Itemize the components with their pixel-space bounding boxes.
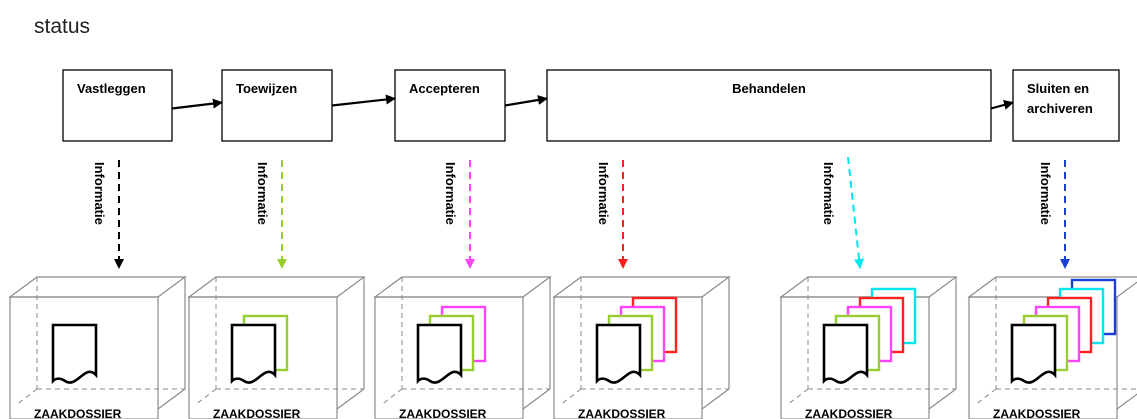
dossier-cube-hidden-edge <box>194 388 217 406</box>
process-step-box <box>221 69 333 142</box>
information-label: Informatie <box>596 162 611 225</box>
process-step-box <box>1012 69 1120 142</box>
dossier-cube-hidden-edge <box>15 388 38 406</box>
information-label: Informatie <box>443 162 458 225</box>
dossier-label: ZAAKDOSSIER <box>578 407 666 419</box>
information-label: Informatie <box>255 162 270 225</box>
process-step-label: Vastleggen <box>77 81 146 96</box>
dossier-cube-edge <box>336 388 365 410</box>
dossier-cube-top <box>373 276 552 298</box>
dossier-cube-hidden-edge <box>786 388 809 406</box>
information-arrow <box>847 156 865 269</box>
dossier-cube-top <box>552 276 731 298</box>
flow-arrow <box>171 98 223 110</box>
dossier-cube-hidden-edge <box>380 388 403 406</box>
dossier-cube-front <box>968 296 1118 419</box>
case-document-icon <box>416 323 463 385</box>
dossier-cube-front <box>188 296 338 419</box>
information-label: Informatie <box>821 162 836 225</box>
process-step-label: archiveren <box>1027 101 1093 116</box>
dossier-cube-front <box>553 296 703 419</box>
flow-arrow <box>990 100 1014 110</box>
dossier-cube-hidden-edge <box>559 388 582 406</box>
dossier-cube-front <box>9 296 159 419</box>
dossier-cube-edge <box>701 388 730 410</box>
case-document-icon <box>822 323 869 385</box>
dossier-cube-hidden-edge <box>974 388 997 406</box>
process-step-label: Toewijzen <box>236 81 297 96</box>
dossier-cube-edge <box>1116 393 1137 410</box>
dossier-cube-top <box>8 276 187 298</box>
information-label: Informatie <box>1038 162 1053 225</box>
dossier-cube-edge <box>157 388 186 410</box>
process-step-label: Behandelen <box>732 81 806 96</box>
dossier-label: ZAAKDOSSIER <box>399 407 487 419</box>
dossier-label: ZAAKDOSSIER <box>805 407 893 419</box>
case-document-icon <box>51 323 98 385</box>
dossier-cube-front <box>780 296 930 419</box>
dossier-cube-edge <box>928 388 957 410</box>
case-document-icon <box>1010 323 1057 385</box>
dossier-cube-edge <box>522 388 551 410</box>
dossier-cube-front <box>374 296 524 419</box>
process-step-box <box>394 69 506 142</box>
case-document-icon <box>595 323 642 385</box>
process-step-label: Accepteren <box>409 81 480 96</box>
dossier-label: ZAAKDOSSIER <box>213 407 301 419</box>
case-document-icon <box>230 323 277 385</box>
information-label: Informatie <box>92 162 107 225</box>
process-step-label: Sluiten en <box>1027 81 1089 96</box>
process-step-box <box>62 69 173 142</box>
flow-arrow <box>504 95 548 107</box>
dossier-label: ZAAKDOSSIER <box>34 407 122 419</box>
flow-arrow <box>331 94 396 107</box>
dossier-cube-top <box>779 276 958 298</box>
process-step-box <box>546 69 992 142</box>
status-heading: status <box>34 15 90 38</box>
dossier-label: ZAAKDOSSIER <box>993 407 1081 419</box>
dossier-cube-top <box>187 276 366 298</box>
